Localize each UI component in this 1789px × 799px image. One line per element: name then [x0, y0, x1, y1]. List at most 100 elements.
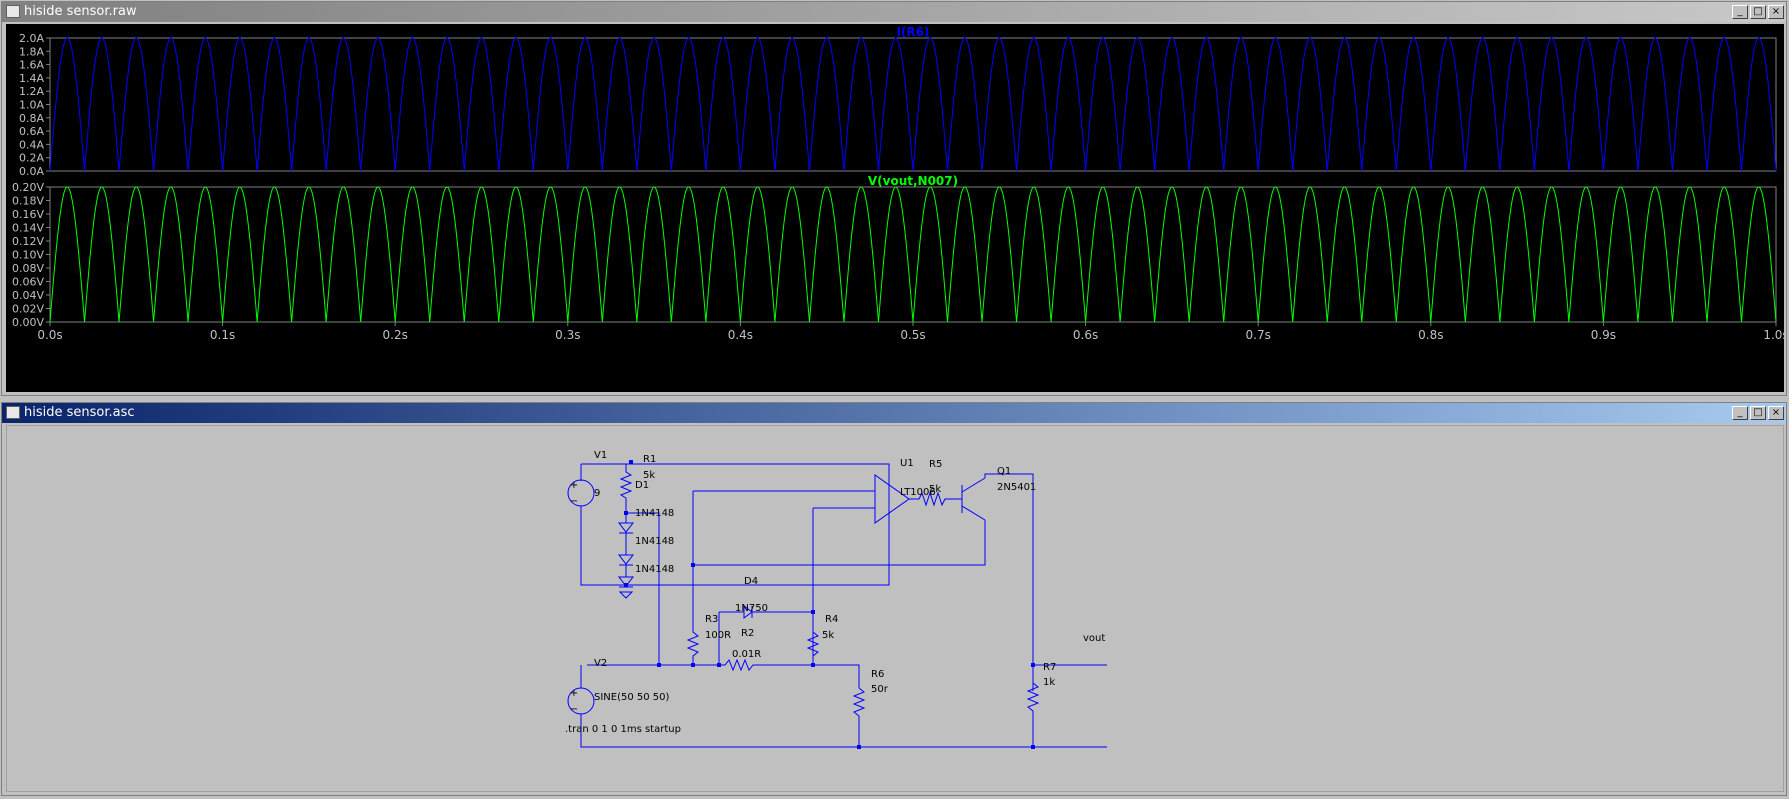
x-tick-label: 0.6s [1073, 328, 1098, 342]
ref-q1: Q1 [997, 466, 1011, 477]
y-tick-label: 0.0A [19, 165, 44, 178]
wire [626, 512, 660, 665]
schematic-canvas[interactable]: + − + − V1 9 R1 5k D1 1N4148 1N4148 1N41… [6, 425, 1784, 792]
resistor-r4[interactable] [806, 626, 820, 665]
y-tick-label: 0.4A [19, 138, 44, 151]
junction [1031, 663, 1035, 667]
value-r4: 5k [822, 630, 834, 641]
schematic-titlebar[interactable]: hiside sensor.asc _ □ × [2, 403, 1786, 423]
wire [693, 520, 986, 566]
value-r5: 5k [929, 484, 941, 495]
junction [624, 511, 628, 515]
voltage-source-v2[interactable] [567, 687, 595, 715]
spice-directive: .tran 0 1 0 1ms startup [565, 724, 681, 735]
junction [811, 663, 815, 667]
wire [984, 473, 1034, 691]
value-r7: 1k [1043, 677, 1055, 688]
ref-r1: R1 [643, 454, 656, 465]
value-d2: 1N4148 [635, 536, 674, 547]
wire [812, 507, 875, 665]
y-tick-label: 0.20V [12, 181, 44, 194]
junction [811, 610, 815, 614]
y-tick-label: 1.4A [19, 72, 44, 85]
ref-r3: R3 [705, 614, 718, 625]
value-d3: 1N4148 [635, 564, 674, 575]
x-tick-label: 0.9s [1591, 328, 1616, 342]
x-tick-label: 1.0s [1763, 328, 1784, 342]
y-tick-label: 1.0A [19, 99, 44, 112]
close-button[interactable]: × [1768, 406, 1784, 420]
y-tick-label: 1.8A [19, 45, 44, 58]
y-tick-label: 0.06V [12, 276, 44, 289]
y-tick-label: 0.2A [19, 152, 44, 165]
value-r2: 0.01R [732, 649, 761, 660]
y-tick-label: 0.02V [12, 303, 44, 316]
junction [657, 663, 661, 667]
voltage-source-v1[interactable] [567, 479, 595, 507]
schematic-window-title: hiside sensor.asc [24, 405, 135, 420]
opamp-u1[interactable] [874, 474, 910, 524]
maximize-button[interactable]: □ [1750, 5, 1766, 19]
junction [624, 583, 628, 587]
ref-u1: U1 [900, 458, 914, 469]
x-tick-label: 0.0s [37, 328, 62, 342]
maximize-button[interactable]: □ [1750, 406, 1766, 420]
y-tick-label: 0.04V [12, 289, 44, 302]
y-tick-label: 0.00V [12, 316, 44, 329]
schematic-window[interactable]: hiside sensor.asc _ □ × [1, 402, 1787, 796]
source-plus-sign: + [570, 688, 578, 699]
source-minus-sign: − [570, 496, 578, 507]
plot-pane-frame [49, 37, 1777, 172]
minimize-button[interactable]: _ [1732, 5, 1748, 19]
y-tick-label: 0.16V [12, 208, 44, 221]
plot-pane-frame [49, 186, 1777, 323]
transistor-q1[interactable] [961, 477, 986, 521]
waveform-app-icon [6, 5, 20, 18]
y-tick-label: 0.08V [12, 262, 44, 275]
junction [1031, 745, 1035, 749]
diode-d2[interactable] [617, 548, 635, 575]
schematic-app-icon [6, 406, 20, 419]
ref-d1: D1 [635, 480, 649, 491]
x-tick-label: 0.5s [900, 328, 925, 342]
y-tick-label: 2.0A [19, 32, 44, 45]
resistor-r3[interactable] [686, 626, 700, 665]
resistor-r2[interactable] [587, 658, 860, 688]
junction [717, 663, 721, 667]
schematic-drawing[interactable]: + − + − V1 9 R1 5k D1 1N4148 1N4148 1N41… [7, 426, 1783, 791]
resistor-r1[interactable] [619, 464, 633, 513]
resistor-r6[interactable] [852, 687, 866, 747]
ground-node [618, 591, 634, 599]
resistor-r5[interactable] [909, 491, 955, 507]
trace-title: I(R6) [896, 25, 929, 39]
y-tick-label: 0.8A [19, 112, 44, 125]
y-tick-label: 0.18V [12, 195, 44, 208]
x-tick-label: 0.4s [728, 328, 753, 342]
y-tick-label: 0.14V [12, 222, 44, 235]
resistor-r7[interactable] [1026, 682, 1040, 747]
ref-r6: R6 [871, 669, 884, 680]
y-tick-label: 0.6A [19, 125, 44, 138]
trace-line [49, 186, 1777, 323]
value-v2: SINE(50 50 50) [594, 692, 670, 703]
diode-d1[interactable] [617, 513, 635, 548]
x-tick-label: 0.3s [555, 328, 580, 342]
junction [629, 460, 633, 464]
waveform-plot[interactable]: 2.0A1.8A1.6A1.4A1.2A1.0A0.8A0.6A0.4A0.2A… [6, 24, 1789, 392]
value-q1: 2N5401 [997, 482, 1036, 493]
value-u1: LT1006 [900, 487, 936, 498]
diode-d4[interactable] [719, 605, 813, 619]
value-v1: 9 [594, 488, 600, 499]
value-r6: 50r [871, 684, 889, 695]
close-button[interactable]: × [1768, 5, 1784, 19]
value-r3: 100R [705, 630, 731, 641]
minimize-button[interactable]: _ [1732, 406, 1748, 420]
waveform-titlebar[interactable]: hiside sensor.raw _ □ × [2, 2, 1786, 22]
junction [691, 663, 695, 667]
y-tick-label: 1.6A [19, 59, 44, 72]
wire [580, 463, 890, 586]
ref-r4: R4 [825, 614, 838, 625]
value-r1: 5k [643, 470, 655, 481]
